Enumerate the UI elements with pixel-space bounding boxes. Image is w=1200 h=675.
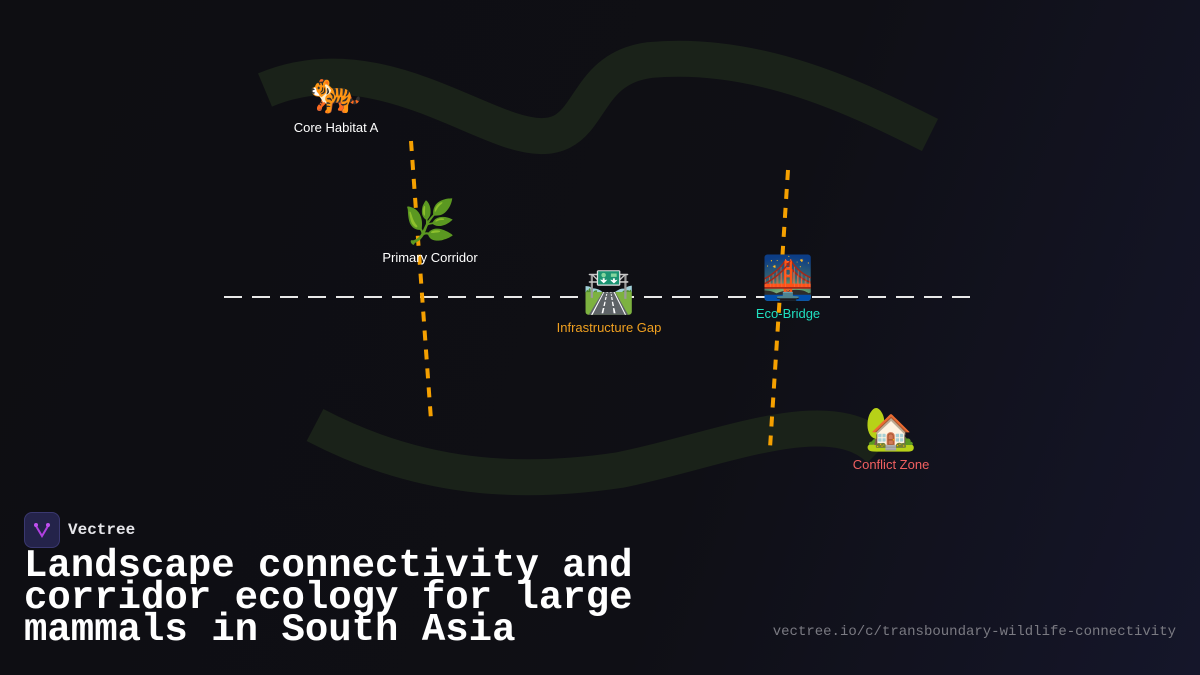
vectree-logo-icon [24,512,60,548]
corridor-band-lower [306,409,893,496]
node-label: Infrastructure Gap [556,320,662,335]
source-url[interactable]: vectree.io/c/transboundary-wildlife-conn… [772,624,1176,640]
node-infrastructure-gap[interactable]: 🛣️ Infrastructure Gap [557,268,662,335]
movement-path-1 [409,140,433,421]
node-label: Conflict Zone [852,457,930,472]
brand: Vectree [24,512,135,548]
corridor-band-upper [258,40,939,154]
node-label: Core Habitat A [293,120,379,135]
movement-path-2 [768,169,790,449]
brand-name: Vectree [68,521,136,539]
node-core-habitat[interactable]: 🐅 Core Habitat A [294,68,379,135]
bridge-at-night-icon: 🌉 [761,254,815,301]
node-primary-corridor[interactable]: 🌿 Primary Corridor [382,198,477,265]
tiger-icon: 🐅 [309,68,363,115]
motorway-icon: 🛣️ [582,268,636,315]
node-label: Primary Corridor [382,250,478,265]
house-with-garden-icon: 🏡 [864,405,918,452]
node-label: Eco-Bridge [755,306,821,321]
node-eco-bridge[interactable]: 🌉 Eco-Bridge [756,254,820,321]
node-conflict-zone[interactable]: 🏡 Conflict Zone [853,405,930,472]
page-title: Landscape connectivity and corridor ecol… [24,544,633,652]
herb-icon: 🌿 [403,198,457,245]
